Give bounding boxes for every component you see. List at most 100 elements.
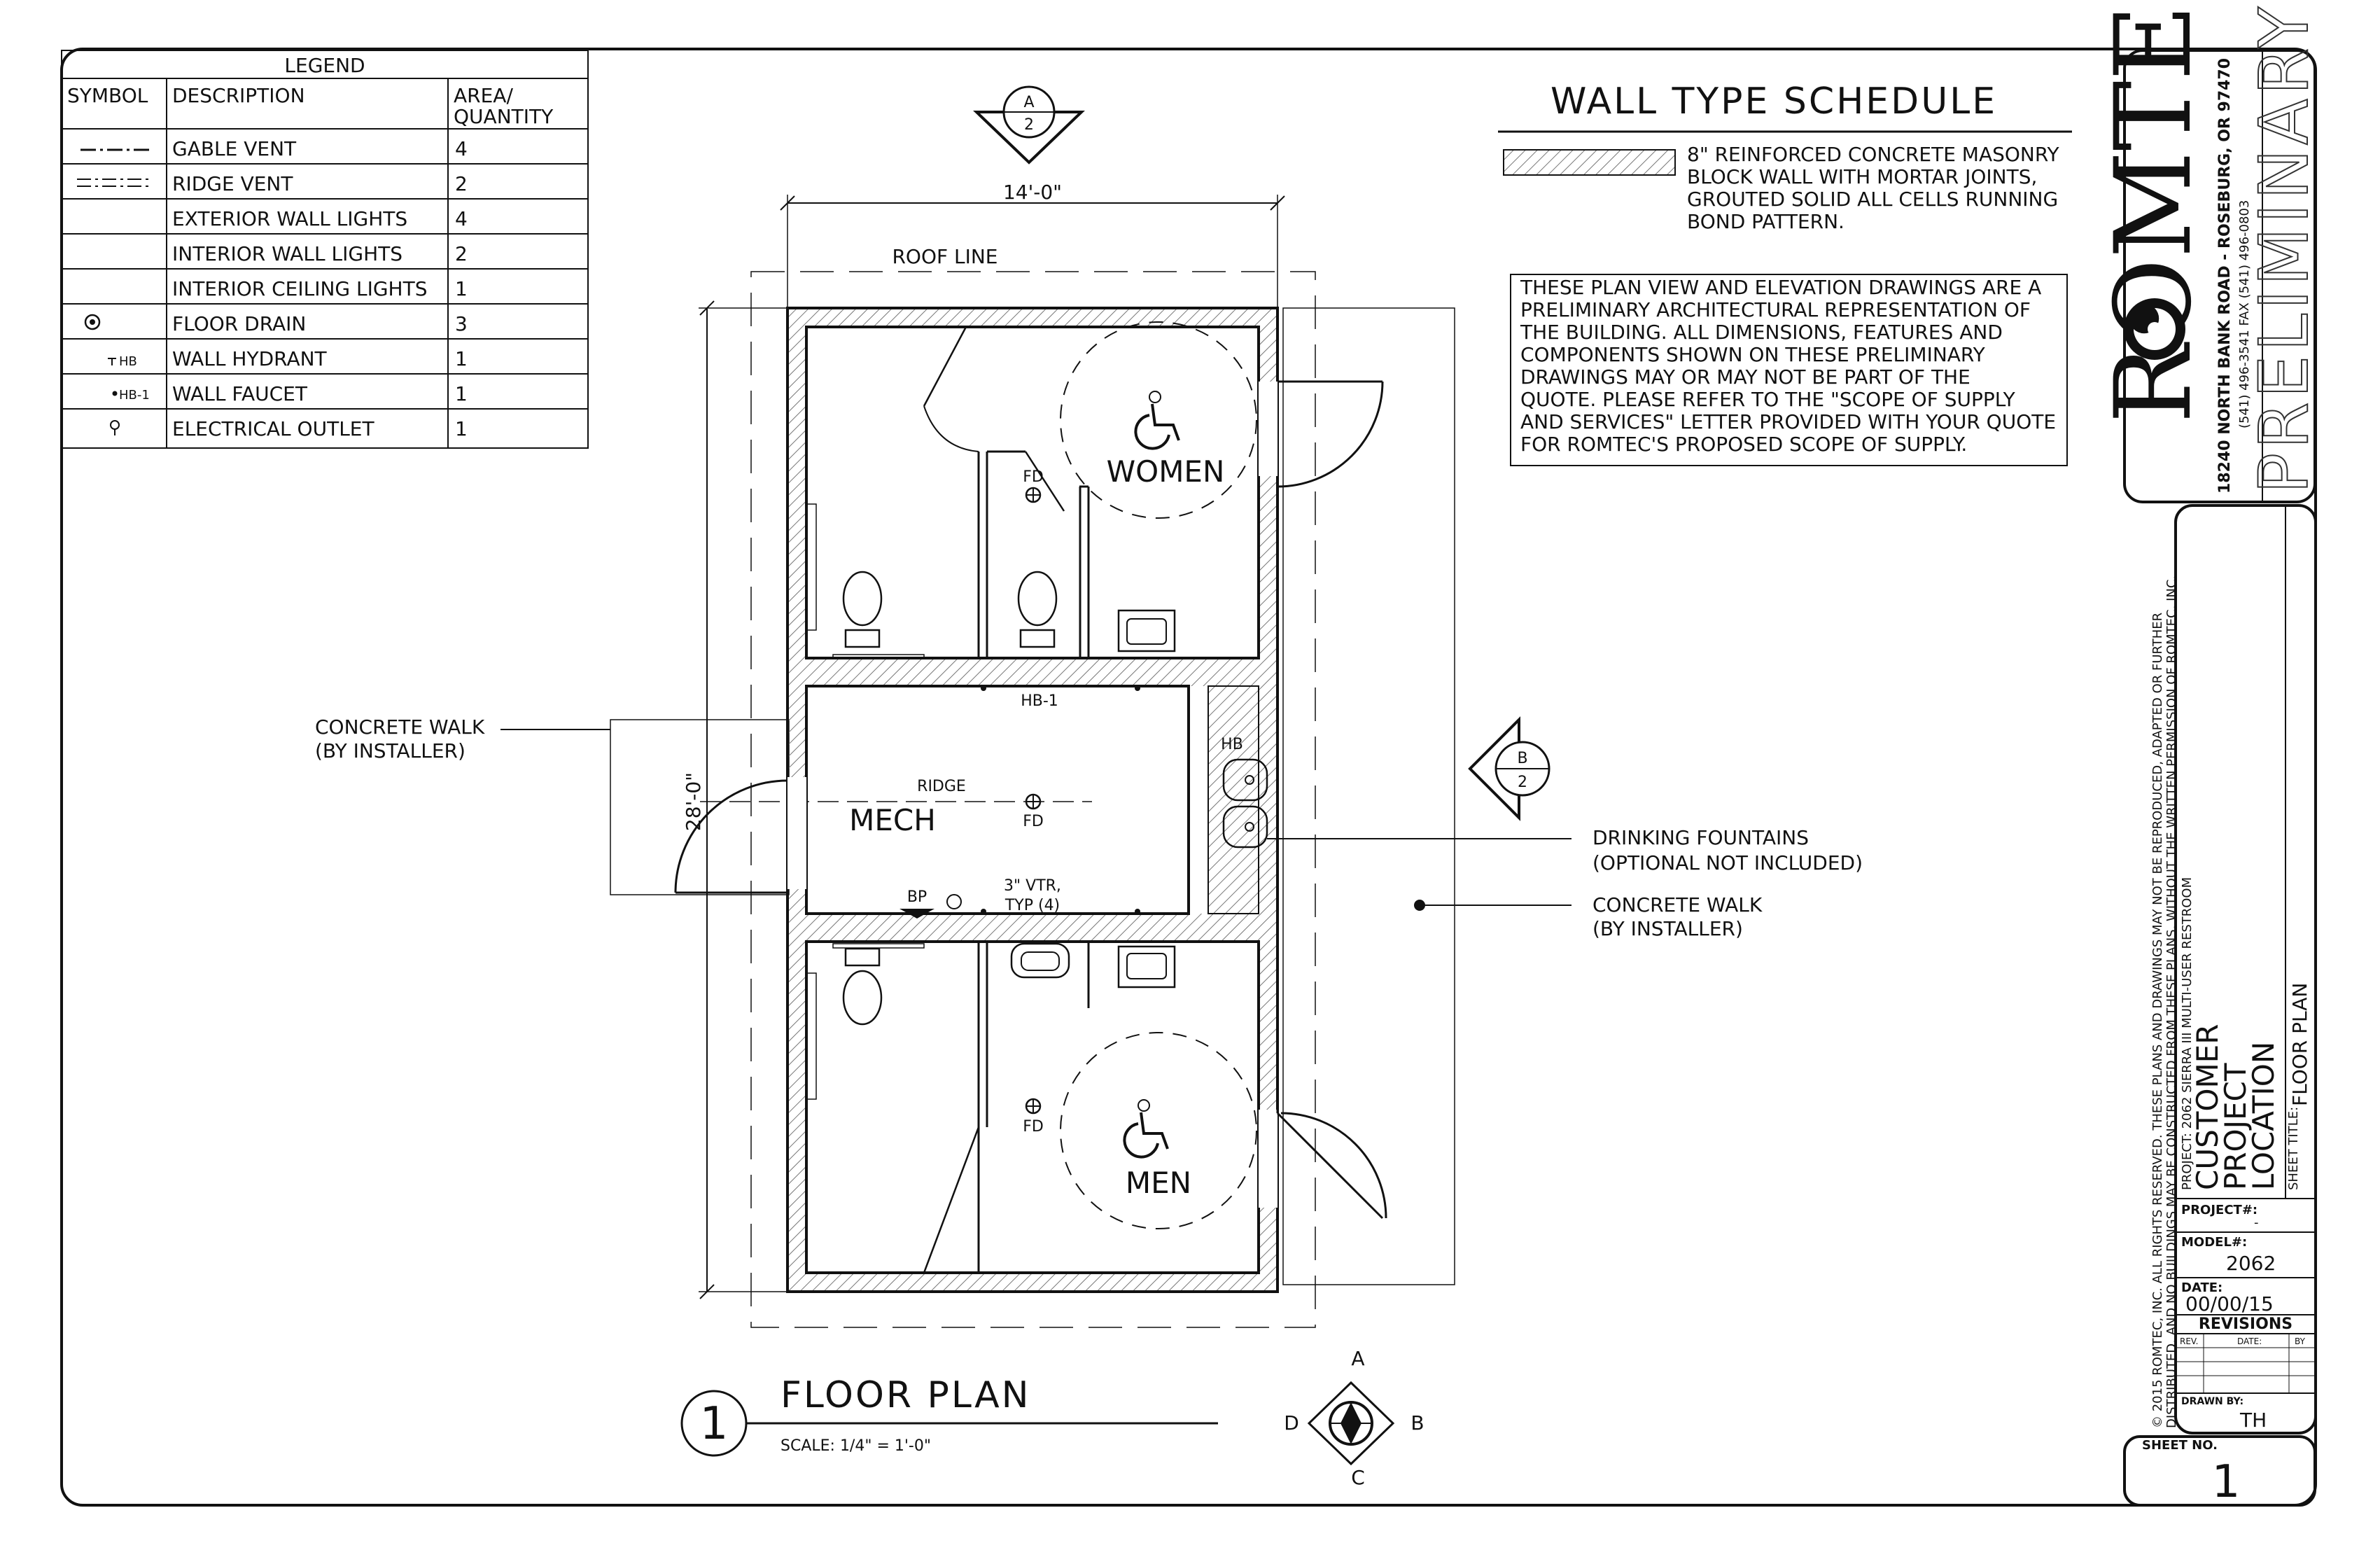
wall-schedule-title: WALL TYPE SCHEDULE (1550, 81, 1997, 123)
date-value: 00/00/15 (2185, 1292, 2274, 1315)
room-label-women: WOMEN (1107, 454, 1225, 489)
section-a-sheet: 2 (1024, 116, 1034, 134)
backflow-preventer-icon (899, 909, 934, 919)
mech-floor-drain-icon (1025, 793, 1042, 810)
legend-row-floor-drain: FLOOR DRAIN (172, 312, 306, 335)
legend-qty-electrical-outlet: 1 (455, 417, 468, 440)
legend-title: LEGEND (284, 54, 365, 77)
wall-schedule-line-1: 8" REINFORCED CONCRETE MASONRY (1687, 143, 2060, 166)
callout-concrete-walk-left: CONCRETE WALK (BY INSTALLER) (315, 715, 610, 762)
callout-drinking-fountains: DRINKING FOUNTAINS (OPTIONAL NOT INCLUDE… (1267, 826, 1863, 874)
women-toilet-2 (1017, 571, 1058, 648)
men-side-grab-bar (806, 972, 817, 1100)
room-label-mech: MECH (849, 803, 936, 837)
revisions-label: REVISIONS (2199, 1315, 2292, 1333)
right-walk-outline (1282, 307, 1455, 1285)
wall-faucet-icon: HB-1 (112, 388, 150, 403)
women-grab-bar (832, 654, 925, 659)
vtr-label-2: TYP (4) (1004, 897, 1060, 914)
drawn-by-value: TH (2239, 1409, 2267, 1432)
wall-faucet-symbol-text: HB-1 (119, 388, 150, 403)
disclaimer-line-4: COMPONENTS SHOWN ON THESE PRELIMINARY (1520, 343, 1986, 366)
drawing-number: 1 (700, 1398, 729, 1450)
men-door (1259, 1110, 1387, 1220)
sheet-title-value: FLOOR PLAN (2288, 983, 2311, 1106)
wall-type-schedule: WALL TYPE SCHEDULE 8" REINFORCED CONCRET… (1498, 81, 2072, 233)
legend-qty-wall-faucet: 1 (455, 382, 468, 405)
legend-row-int-wall-lights: INTERIOR WALL LIGHTS (172, 242, 402, 265)
section-b-sheet: 2 (1518, 774, 1527, 791)
electrical-outlet-icon (110, 420, 120, 435)
copyright-line-1: © 2015 ROMTEC, INC. ALL RIGHTS RESERVED.… (2150, 613, 2165, 1428)
women-floor-drain-icon (1025, 487, 1042, 503)
disclaimer-line-7: AND SERVICES" LETTER PROVIDED WITH YOUR … (1520, 410, 2056, 433)
mech-fd-label: FD (1023, 813, 1044, 830)
drawing-title-text: FLOOR PLAN (780, 1374, 1031, 1416)
women-door (1259, 380, 1384, 488)
electrical-outlet-plan-icon (946, 894, 962, 909)
men-sink (1117, 945, 1176, 989)
vtr-label-1: 3" VTR, (1004, 877, 1061, 895)
men-accessible-icon (1123, 1099, 1169, 1159)
ridge-label: RIDGE (917, 778, 966, 795)
drinking-fountain-2 (1222, 805, 1268, 849)
legend-header-symbol: SYMBOL (67, 84, 148, 107)
women-partition (923, 326, 1090, 658)
disclaimer-box: THESE PLAN VIEW AND ELEVATION DRAWINGS A… (1510, 274, 2068, 466)
legend-row-wall-hydrant: WALL HYDRANT (172, 347, 328, 370)
legend-qty-wall-hydrant: 1 (455, 347, 468, 370)
compass-icon (1307, 1381, 1395, 1466)
disclaimer-line-6: QUOTE. PLEASE REFER TO THE "SCOPE OF SUP… (1520, 388, 2016, 411)
light-marker (1135, 685, 1140, 691)
compass-south: C (1351, 1466, 1365, 1489)
walk-right-line-2: (BY INSTALLER) (1592, 917, 1743, 940)
legend-row-ext-wall-lights: EXTERIOR WALL LIGHTS (172, 207, 407, 230)
men-toilet (842, 947, 883, 1026)
section-b-letter: B (1517, 750, 1527, 767)
ridge-vent-symbol (77, 179, 150, 187)
section-marker-a: A 2 (973, 85, 1085, 165)
legend-header-description: DESCRIPTION (172, 84, 305, 107)
legend-qty-floor-drain: 3 (455, 312, 468, 335)
women-turning-circle (1060, 321, 1257, 519)
building-walls (786, 307, 1279, 1293)
legend-header-area: AREA/ (454, 84, 513, 107)
legend-qty-gable-vent: 4 (455, 137, 468, 160)
men-floor-drain-icon (1025, 1098, 1042, 1115)
rev-col-rev: REV. (2180, 1336, 2198, 1346)
compass-north: A (1351, 1347, 1364, 1370)
roof-line-label: ROOF LINE (892, 245, 997, 268)
preliminary-stamp: PRELIMINARY (2245, 3, 2323, 494)
drawn-by-label: DRAWN BY: (2181, 1396, 2244, 1407)
legend-row-ridge-vent: RIDGE VENT (172, 172, 293, 195)
wall-schedule-line-2: BLOCK WALL WITH MORTAR JOINTS, (1687, 165, 2037, 188)
drawing-title: 1 FLOOR PLAN SCALE: 1/4" = 1'-0" (680, 1374, 1218, 1457)
drinking-fountain-1 (1222, 758, 1268, 802)
wall-schedule-line-4: BOND PATTERN. (1687, 210, 1844, 233)
wall-hatch-sample (1503, 149, 1676, 176)
company-phone: (541) 496-3541 FAX (541) 496-0803 (2237, 200, 2252, 428)
project-number-label: PROJECT#: (2181, 1203, 2258, 1217)
floor-plan: 14'-0" 28'-0" ROOF LINE (610, 181, 1455, 1328)
copyright-line-2: DISTRIBUTED, AND NO BUILDINGS MAY BE CON… (2164, 575, 2179, 1428)
mech-door (674, 777, 806, 894)
walk-right-line-1: CONCRETE WALK (1592, 893, 1763, 916)
disclaimer-line-5: DRAWINGS MAY OR MAY NOT BE PART OF THE (1520, 365, 1970, 389)
height-dimension: 28'-0" (682, 300, 788, 1299)
width-dimension-text: 14'-0" (1003, 181, 1062, 204)
men-partition (923, 942, 988, 1273)
men-turning-circle (1060, 1032, 1257, 1229)
rev-col-by: BY (2295, 1336, 2306, 1346)
model-label: MODEL#: (2181, 1235, 2247, 1250)
floor-drain-icon (84, 314, 101, 330)
legend-qty-int-ceiling-lights: 1 (455, 277, 468, 300)
walk-left-line-2: (BY INSTALLER) (315, 739, 465, 762)
women-fd-label: FD (1023, 468, 1044, 486)
section-marker-b: B 2 (1468, 716, 1550, 821)
legend-row-gable-vent: GABLE VENT (172, 137, 297, 160)
men-fd-label: FD (1023, 1118, 1044, 1136)
wall-schedule-line-3: GROUTED SOLID ALL CELLS RUNNING (1687, 188, 2058, 211)
legend-qty-int-wall-lights: 2 (455, 242, 468, 265)
legend-qty-ridge-vent: 2 (455, 172, 468, 195)
